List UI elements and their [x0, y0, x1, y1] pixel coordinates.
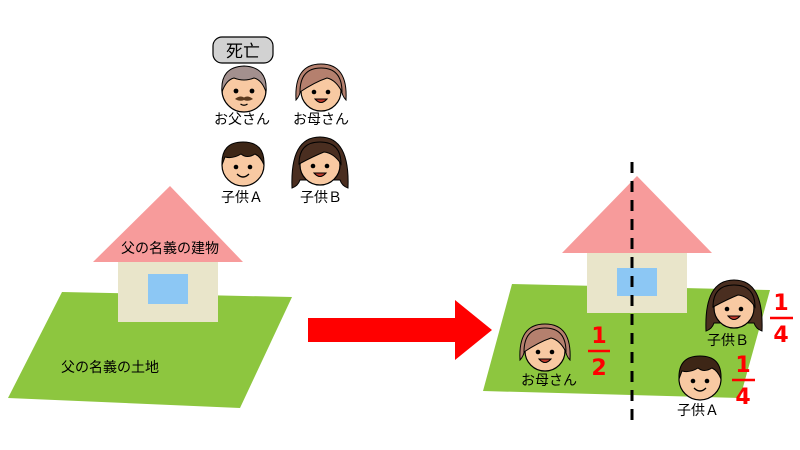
child-b-share-fraction: 1 4 [770, 291, 793, 348]
child-b-share-numerator: 1 [773, 291, 788, 316]
child-b-heir-face-icon [705, 279, 763, 332]
house-window [148, 274, 188, 304]
mother-face-icon [295, 63, 347, 112]
child-a-share-fraction: 1 4 [732, 353, 755, 410]
father-house-icon [93, 186, 243, 322]
mother-share-numerator: 1 [591, 324, 606, 349]
child-a-share-denominator: 4 [735, 385, 750, 410]
building-label: 父の名義の建物 [121, 240, 219, 257]
child-b-label: 子供Ｂ [300, 190, 342, 206]
child-b-heir-label: 子供Ｂ [707, 333, 749, 349]
father-land [8, 292, 292, 408]
mother-share-denominator: 2 [591, 356, 606, 381]
child-a-label: 子供Ａ [221, 190, 263, 206]
mother-label: お母さん [293, 112, 349, 128]
child-b-share-denominator: 4 [773, 323, 788, 348]
child-a-share-numerator: 1 [735, 353, 750, 378]
mother-heir-face-icon [519, 323, 571, 372]
child-a-heir-face-icon [678, 355, 722, 401]
death-status-badge: 死亡 [212, 36, 274, 64]
house-roof [93, 186, 243, 262]
child-b-face-icon [291, 136, 349, 189]
child-a-face-icon [221, 141, 265, 187]
house-roof [562, 176, 712, 253]
land-label: 父の名義の土地 [61, 359, 159, 376]
arrow-right-icon [308, 300, 492, 360]
mother-share-fraction: 1 2 [588, 324, 610, 381]
death-status-text: 死亡 [226, 42, 260, 62]
house-window [617, 268, 657, 296]
father-label: お父さん [214, 112, 270, 128]
mother-heir-label: お母さん [521, 373, 577, 389]
inherited-house-icon [562, 176, 712, 313]
child-a-heir-label: 子供Ａ [677, 403, 719, 419]
father-face-icon [221, 65, 267, 113]
